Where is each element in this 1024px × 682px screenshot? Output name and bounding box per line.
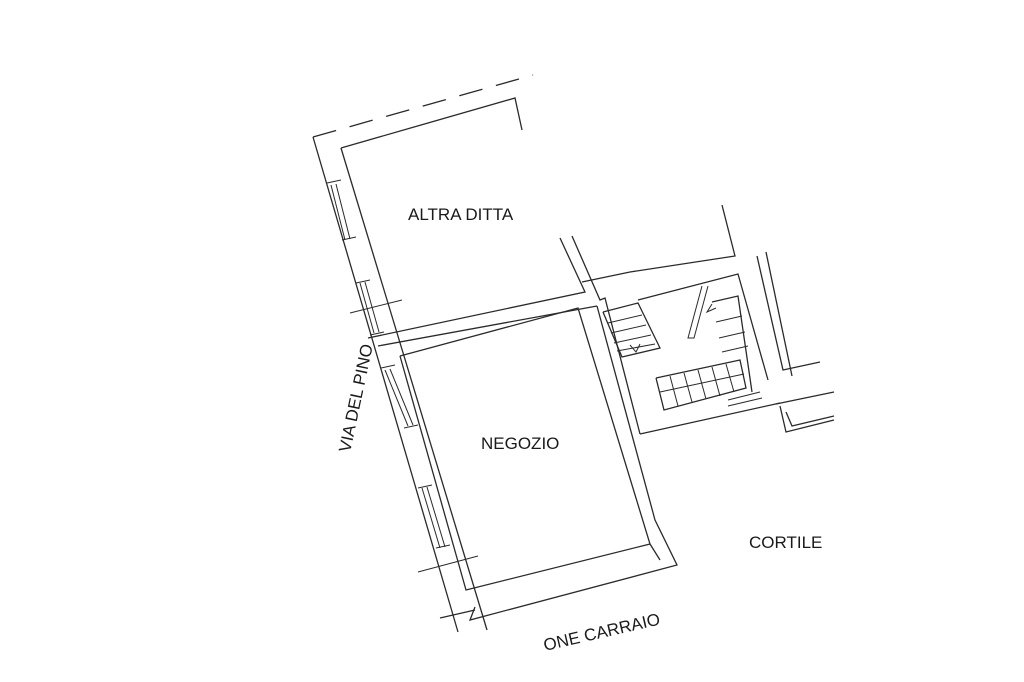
label-passaggio-carraio: ONE CARRAIO [542,610,662,655]
label-via-del-pino: VIA DEL PINO [335,342,376,453]
label-altra-ditta: ALTRA DITTA [408,205,514,224]
dashed-property-boundary [312,74,534,138]
label-negozio: NEGOZIO [481,434,559,453]
central-walls [571,204,781,435]
facade-windows [330,183,479,573]
street-facade-wall [312,136,488,633]
label-cortile: CORTILE [749,533,822,552]
staircase [602,273,769,411]
right-walls [756,251,835,433]
room-negozio [399,305,678,621]
